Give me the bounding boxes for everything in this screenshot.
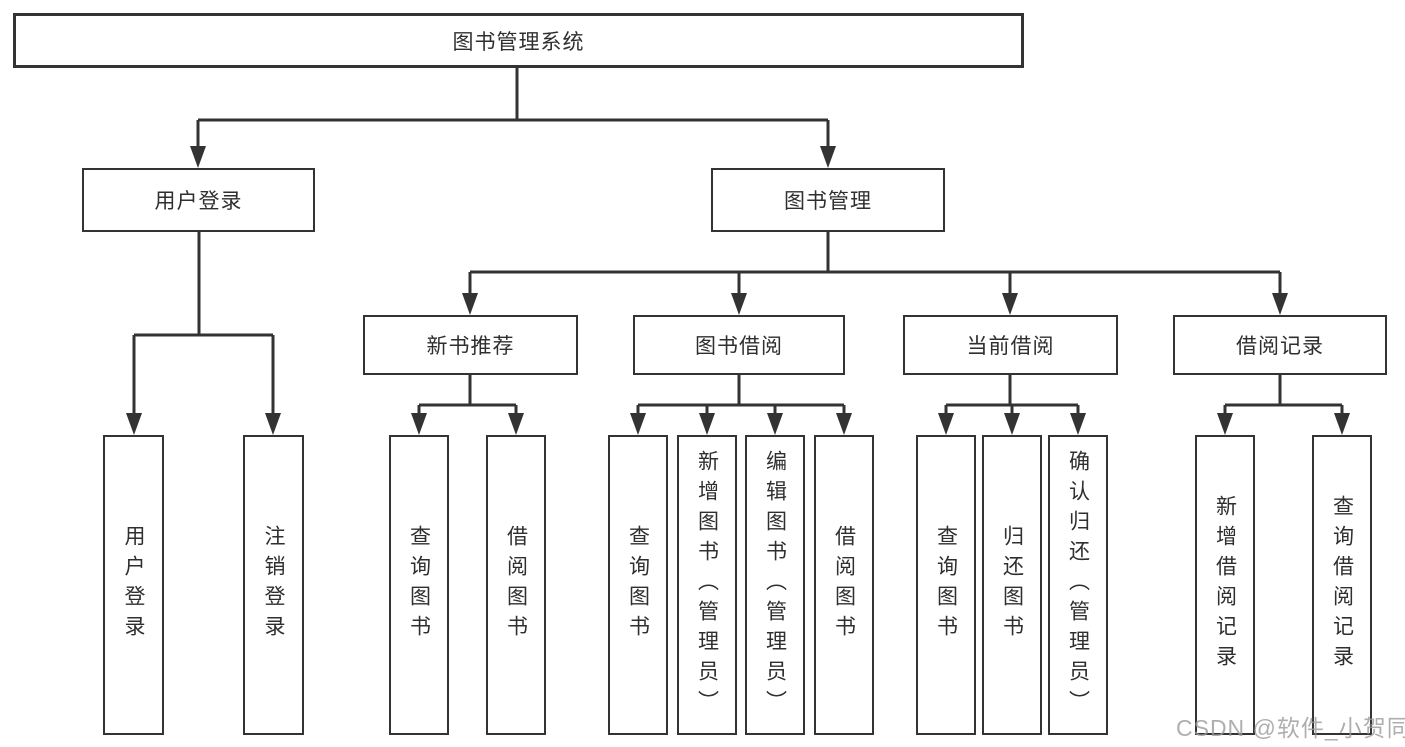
leaf-add-books-admin: 新增图书（管理员） <box>677 435 737 735</box>
leaf-query-books-recommend: 查询图书 <box>389 435 449 735</box>
node-book-management-label: 图书管理 <box>784 190 872 213</box>
node-current-borrow: 当前借阅 <box>903 315 1118 375</box>
node-current-borrow-label: 当前借阅 <box>966 335 1055 358</box>
leaf-query-borrow-record-label: 查询借阅记录 <box>1330 495 1354 675</box>
leaf-query-borrow-record: 查询借阅记录 <box>1312 435 1372 735</box>
leaf-query-books-borrow-label: 查询图书 <box>626 525 650 645</box>
leaf-confirm-return-admin: 确认归还（管理员） <box>1048 435 1108 735</box>
node-borrow-records: 借阅记录 <box>1173 315 1387 375</box>
leaf-return-books-label: 归还图书 <box>1000 525 1024 645</box>
leaf-return-books: 归还图书 <box>982 435 1042 735</box>
leaf-borrow-books-borrow-label: 借阅图书 <box>832 525 856 645</box>
node-borrow-records-label: 借阅记录 <box>1236 335 1324 358</box>
node-new-book-recommend: 新书推荐 <box>363 315 578 375</box>
leaf-add-borrow-record: 新增借阅记录 <box>1195 435 1255 735</box>
leaf-borrow-books-recommend: 借阅图书 <box>486 435 546 735</box>
watermark: CSDN @软件_小贺同学 <box>1176 715 1405 741</box>
leaf-user-login: 用户登录 <box>103 435 164 735</box>
node-book-borrow: 图书借阅 <box>633 315 845 375</box>
leaf-borrow-books-recommend-label: 借阅图书 <box>504 525 528 645</box>
leaf-edit-books-admin-label: 编辑图书（管理员） <box>763 450 787 720</box>
leaf-confirm-return-admin-label: 确认归还（管理员） <box>1066 450 1090 720</box>
node-new-book-recommend-label: 新书推荐 <box>426 335 515 358</box>
leaf-add-borrow-record-label: 新增借阅记录 <box>1213 495 1237 675</box>
node-root: 图书管理系统 <box>13 13 1024 68</box>
leaf-query-books-recommend-label: 查询图书 <box>407 525 431 645</box>
node-book-management: 图书管理 <box>711 168 945 232</box>
leaf-edit-books-admin: 编辑图书（管理员） <box>745 435 805 735</box>
leaf-logout-label: 注销登录 <box>262 525 285 645</box>
leaf-logout: 注销登录 <box>243 435 304 735</box>
node-user-login: 用户登录 <box>82 168 315 232</box>
arrowhead-group <box>126 146 1350 435</box>
leaf-query-books-current-label: 查询图书 <box>934 525 958 645</box>
node-root-label: 图书管理系统 <box>452 30 585 54</box>
node-user-login-label: 用户登录 <box>154 190 243 213</box>
node-book-borrow-label: 图书借阅 <box>695 335 783 358</box>
leaf-borrow-books-borrow: 借阅图书 <box>814 435 874 735</box>
leaf-query-books-borrow: 查询图书 <box>608 435 668 735</box>
leaf-user-login-label: 用户登录 <box>122 525 145 645</box>
leaf-query-books-current: 查询图书 <box>916 435 976 735</box>
leaf-add-books-admin-label: 新增图书（管理员） <box>695 450 719 720</box>
